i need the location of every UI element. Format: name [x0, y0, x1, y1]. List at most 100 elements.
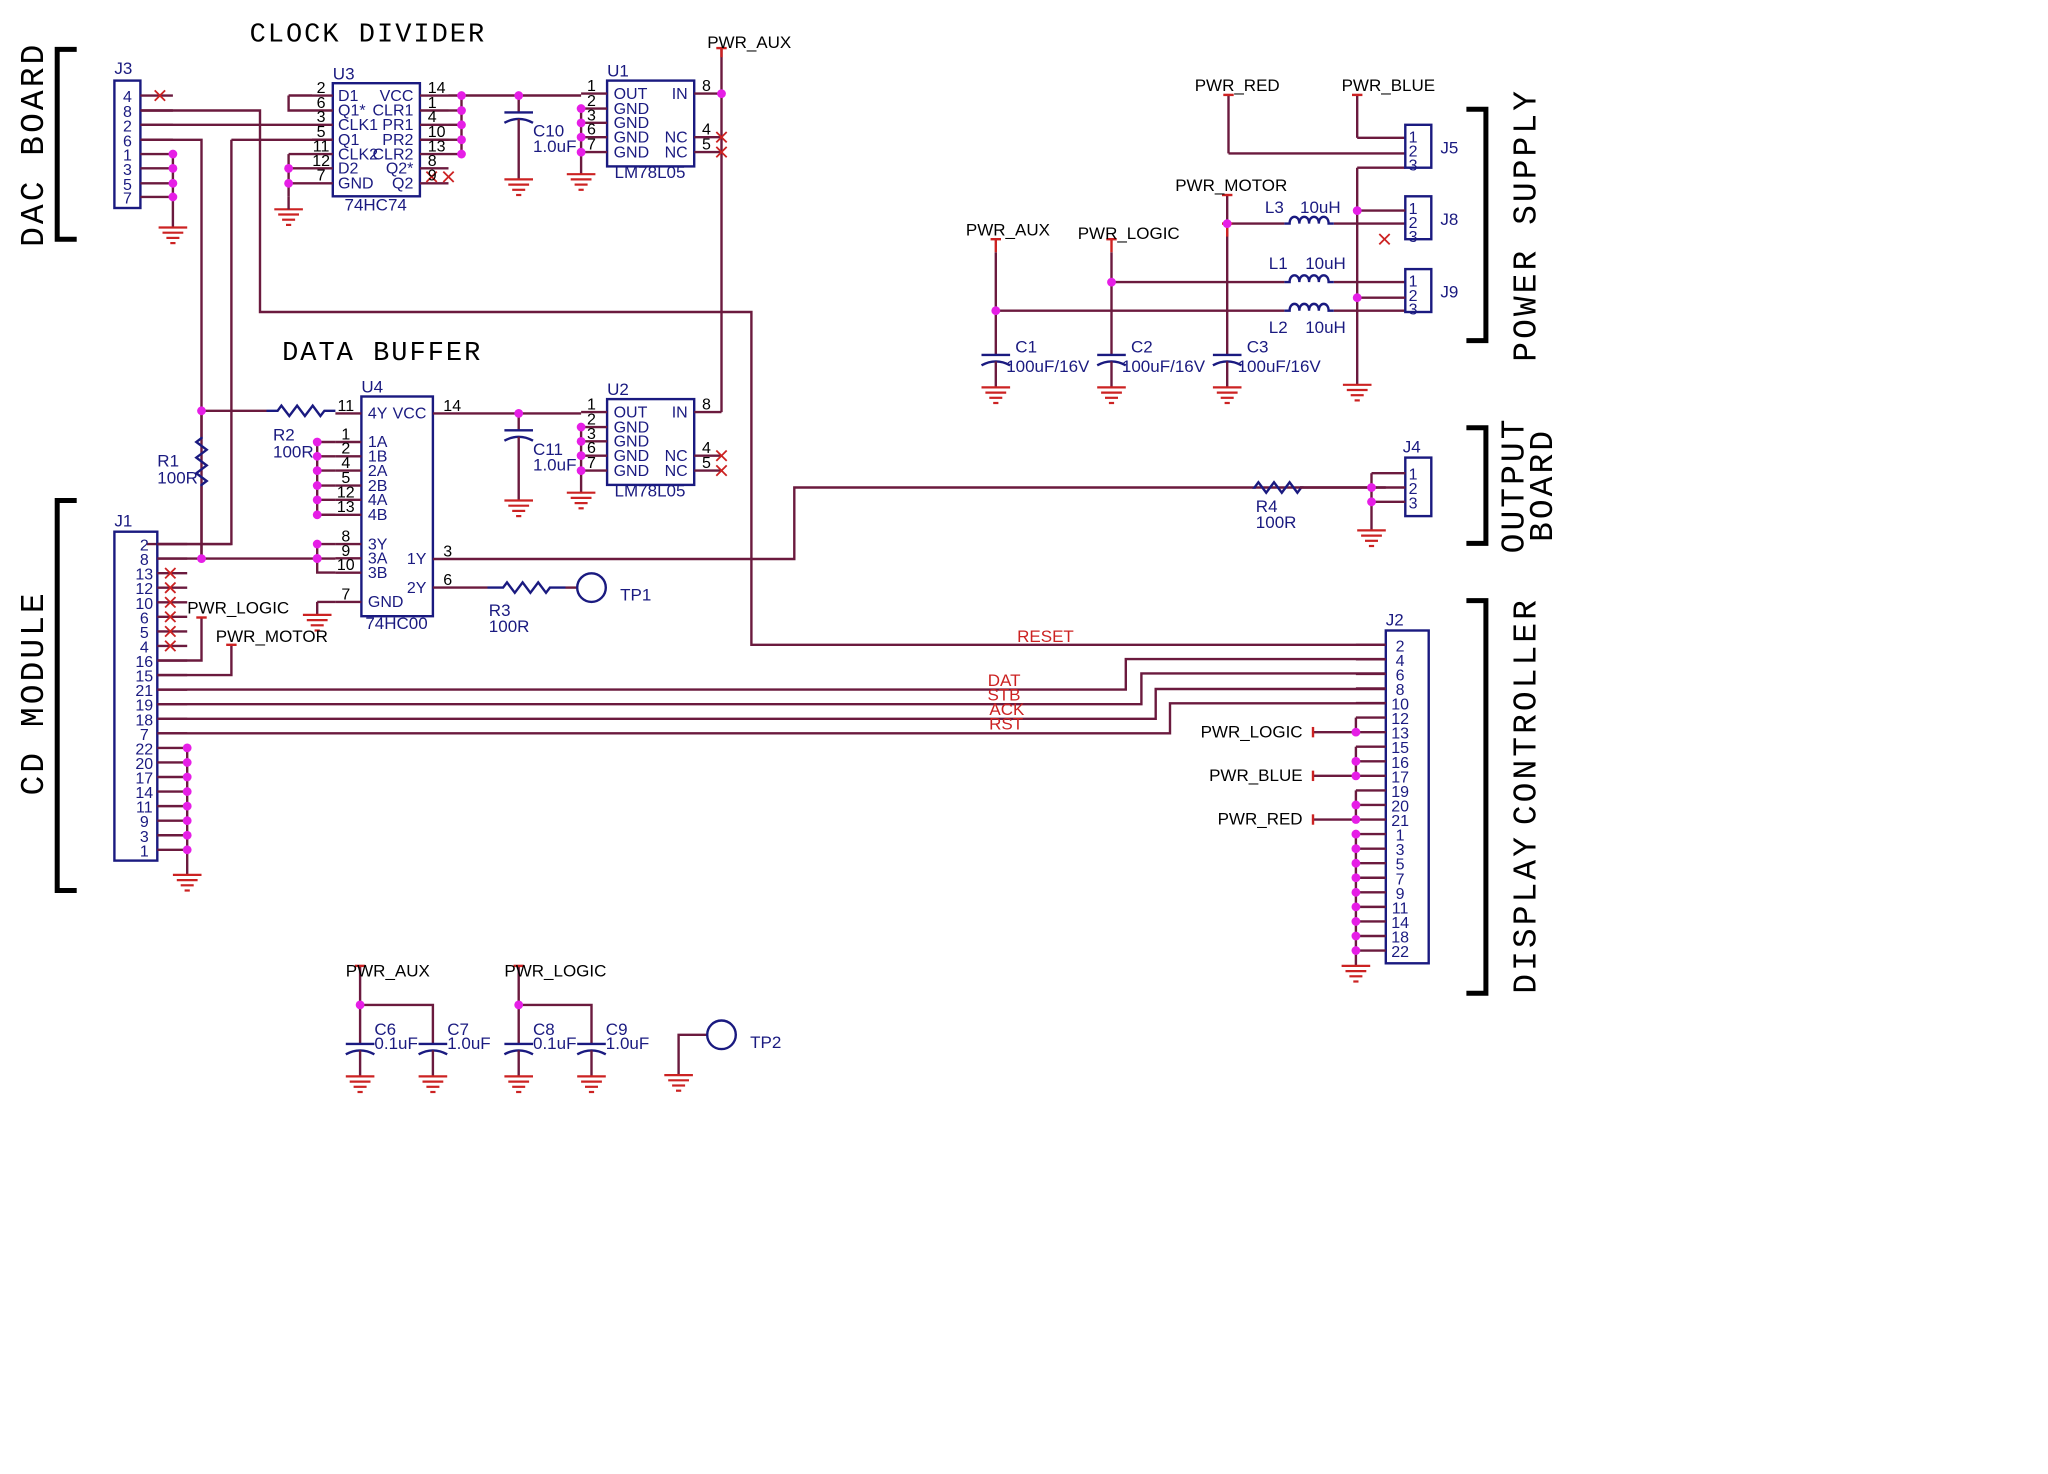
u1-pin-number: 7 [587, 137, 596, 154]
output-board-label-2: BOARD [1525, 428, 1562, 542]
junction-dot [576, 104, 586, 113]
u4-pin-number: 12 [337, 484, 355, 501]
junction-dot [312, 510, 322, 520]
u3-pin-name: CLK2 [338, 146, 378, 163]
junction-dot [457, 91, 466, 100]
pwr-logic-label-bottom: PWR_LOGIC [504, 961, 606, 980]
net-reset [140, 109, 1386, 646]
j2-pin-number: 21 [1391, 813, 1409, 830]
r3-resistor [487, 580, 566, 595]
no-connect-stroke [164, 581, 177, 594]
junction-dot [1351, 727, 1361, 737]
c11-capacitor [503, 413, 534, 501]
ground-symbol [1357, 529, 1386, 548]
net-dat [157, 657, 1386, 691]
c6-ref: C6 [374, 1020, 396, 1039]
j5-body [1404, 123, 1433, 169]
junction-dot [514, 91, 524, 100]
j2-pin-number: 9 [1396, 886, 1405, 903]
no-connect-mark [1378, 233, 1391, 246]
net-pwr-logic-j1 [157, 617, 203, 662]
u3-pin-name: D2 [338, 161, 359, 178]
c7-capacitor [418, 1027, 448, 1077]
u1-pin-name: NC [665, 144, 688, 161]
u2-pin-number: 8 [702, 397, 711, 414]
ground-symbol [981, 386, 1011, 405]
u4-pin-number: 9 [341, 543, 350, 560]
u3-pin-number: 11 [313, 138, 330, 155]
j3-pin-number: 1 [123, 148, 132, 165]
j1-pin-number: 8 [140, 552, 149, 569]
net-ack [157, 687, 1386, 720]
no-connect-mark [164, 640, 177, 652]
u4-pin-number: 6 [443, 572, 452, 589]
cd-module-label: CD MODULE [16, 590, 53, 795]
no-connect-stroke [164, 625, 177, 638]
ground-symbol [504, 178, 533, 197]
j3-pin-number: 8 [123, 104, 132, 121]
u4-pin-number: 2 [341, 441, 350, 458]
junction-dot [457, 120, 466, 130]
junction-dot [991, 306, 1001, 316]
j2-pin-number: 13 [1391, 726, 1409, 743]
r2-ref: R2 [273, 426, 295, 445]
u4-pin-name: 3Y [368, 536, 388, 553]
no-connect-stroke [442, 170, 455, 183]
no-connect-stroke [715, 131, 728, 143]
j2-pin-number: 18 [1391, 930, 1409, 947]
c11-value: 1.0uF [533, 456, 576, 475]
j2-pin-number: 17 [1391, 769, 1409, 786]
ground-symbol [302, 613, 332, 632]
net-rst-label: RST [989, 714, 1023, 733]
u1-pin-name: OUT [614, 86, 648, 103]
power-supply-bracket [1466, 106, 1489, 344]
no-connect-mark [715, 449, 728, 462]
no-connect-stroke [715, 464, 728, 477]
c9-ref: C9 [606, 1020, 628, 1039]
junction-dot [576, 466, 586, 475]
net-1y [461, 486, 1386, 561]
u4-pin-name: GND [368, 594, 404, 611]
net-rst [157, 702, 1386, 735]
u1-pin-number: 3 [587, 107, 596, 124]
pwr-blue-label-j2: PWR_BLUE [1209, 766, 1303, 785]
r3-value: 100R [489, 617, 530, 636]
junction-dot [312, 554, 322, 564]
u3-pin-name: Q1 [338, 132, 359, 149]
j9-body [1404, 267, 1433, 314]
junction-dot [457, 149, 466, 159]
c10-ref: C10 [533, 122, 564, 141]
junction-dot [182, 758, 192, 767]
u1-pin-number: 2 [587, 93, 596, 110]
r3-ref: R3 [489, 601, 511, 620]
u2-pin-name: GND [614, 419, 650, 436]
no-connect-mark [715, 146, 728, 158]
u3-pin-number: 10 [428, 124, 446, 141]
j2-pin-number: 15 [1391, 740, 1409, 757]
j1-body [113, 530, 159, 862]
l1-value: 10uH [1305, 254, 1346, 273]
c7-ref: C7 [447, 1020, 469, 1039]
junction-dot [1351, 800, 1361, 810]
u4-ref: U4 [361, 378, 383, 397]
u4-pin-name: 1Y [407, 551, 427, 568]
junction-dot [514, 409, 524, 418]
junction-dot [312, 539, 322, 549]
junction-dot [1351, 815, 1361, 824]
c10-capacitor [503, 95, 534, 180]
pwr-aux-label-psu: PWR_AUX [966, 220, 1050, 239]
u4-pin-name: 2B [368, 478, 388, 495]
u3-pin-name: CLR1 [372, 103, 413, 120]
r4-value: 100R [1256, 513, 1297, 532]
j2-pin-number: 5 [1396, 857, 1405, 874]
junction-dot [284, 163, 293, 173]
u3-pin-number: 2 [317, 80, 326, 97]
no-connect-mark [164, 567, 177, 580]
u1-value: LM78L05 [615, 163, 686, 182]
no-connect-mark [154, 89, 166, 102]
cd-module-bracket [54, 498, 77, 893]
junction-dot [182, 845, 192, 855]
dac-board-label: DAC BOARD [16, 42, 53, 247]
